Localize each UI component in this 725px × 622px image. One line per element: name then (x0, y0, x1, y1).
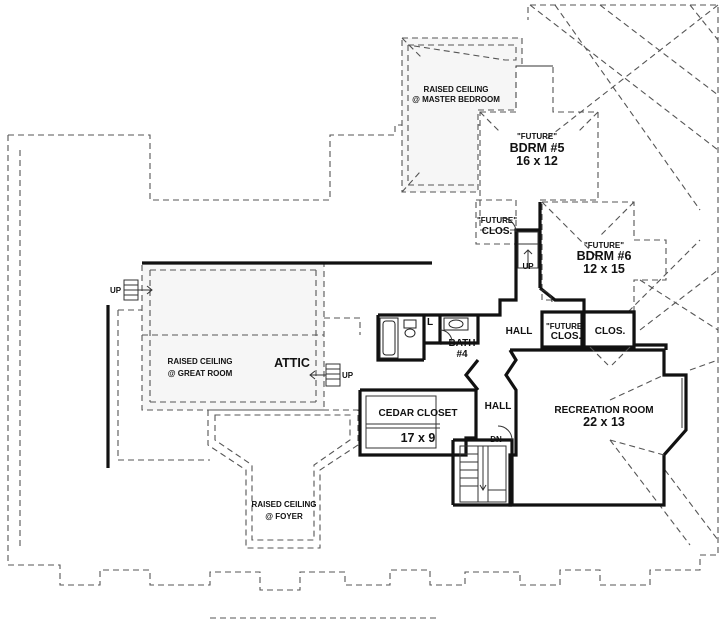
cedar-name: CEDAR CLOSET (379, 408, 458, 419)
future-clos2-name: CLOS. (551, 331, 582, 342)
room-bdrm-6: "FUTURE" BDRM #6 12 x 15 (541, 201, 667, 313)
raised-great-line1: RAISED CEILING (168, 357, 233, 366)
up-attic-label: UP (342, 371, 354, 380)
bdrm6-future: "FUTURE" (584, 241, 624, 250)
walls (142, 202, 688, 507)
raised-foyer-line1: RAISED CEILING (252, 500, 317, 509)
attic-label: ATTIC (274, 356, 310, 370)
up-left-label: UP (110, 286, 122, 295)
future-closet-2: "FUTURE" CLOS. (546, 322, 586, 342)
future-clos2-future: "FUTURE" (546, 322, 586, 331)
future-clos1-future: "FUTURE" (477, 216, 517, 225)
raised-great-line2: @ GREAT ROOM (168, 369, 233, 378)
raised-ceiling-master: RAISED CEILING @ MASTER BEDROOM (401, 37, 523, 193)
room-bdrm-5: "FUTURE" BDRM #5 16 x 12 (479, 65, 599, 231)
recreation-name: RECREATION ROOM (554, 405, 653, 416)
future-clos1-name: CLOS. (482, 226, 513, 237)
lower-floor-outline (7, 4, 719, 591)
bdrm5-future: "FUTURE" (517, 132, 557, 141)
raised-master-line2: @ MASTER BEDROOM (412, 95, 500, 104)
raised-master-line1: RAISED CEILING (424, 85, 489, 94)
bdrm5-name: BDRM #5 (510, 141, 565, 155)
hall-upper-label: HALL (506, 326, 533, 337)
dn-label: DN (490, 435, 502, 444)
linen-label: L (427, 317, 433, 328)
bath4-number: #4 (456, 349, 468, 360)
recreation-room: RECREATION ROOM 22 x 13 (554, 374, 683, 456)
bdrm5-size: 16 x 12 (516, 154, 558, 168)
bath-4: BATH #4 L (379, 317, 476, 360)
stair-up-attic: UP (309, 363, 354, 387)
bath4-name: BATH (448, 338, 475, 349)
up-right-label: UP (522, 262, 534, 271)
closet: CLOS. (589, 326, 631, 366)
stair-down: DN (459, 435, 507, 503)
bdrm6-size: 12 x 15 (583, 262, 625, 276)
raised-foyer-line2: @ FOYER (265, 512, 303, 521)
stair-up-right: UP (517, 231, 539, 271)
cedar-closet: CEDAR CLOSET 17 x 9 (365, 395, 458, 449)
roof-lines (529, 4, 719, 546)
clos-label: CLOS. (595, 326, 626, 337)
door-swings (439, 217, 553, 441)
future-closet-1: "FUTURE" CLOS. (475, 199, 517, 245)
recreation-size: 22 x 13 (583, 415, 625, 429)
stair-up-left: UP (110, 279, 153, 301)
cedar-size: 17 x 9 (401, 431, 436, 445)
hall-lower-label: HALL (485, 401, 512, 412)
raised-ceiling-great-room: RAISED CEILING @ GREAT ROOM ATTIC (141, 262, 325, 411)
raised-ceiling-foyer: RAISED CEILING @ FOYER (207, 409, 359, 549)
bdrm6-name: BDRM #6 (577, 249, 632, 263)
